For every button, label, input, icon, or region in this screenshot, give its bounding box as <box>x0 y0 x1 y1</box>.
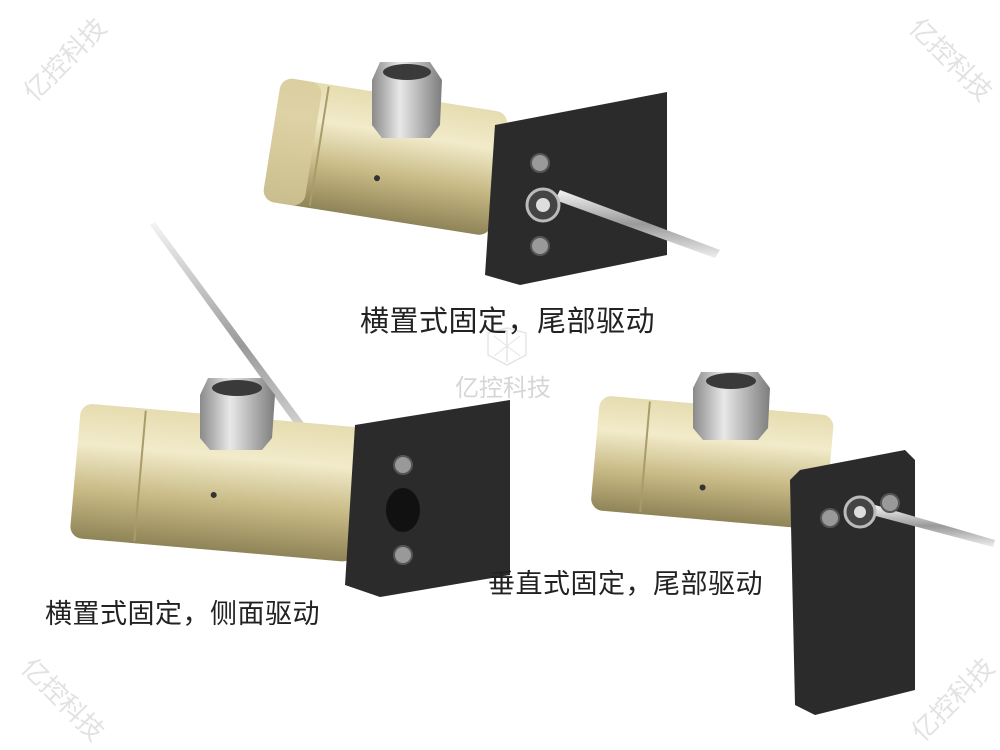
tube <box>150 222 335 470</box>
watermark-center: 亿控科技 <box>455 374 551 402</box>
mounting-plate <box>790 450 915 715</box>
brass-body <box>591 396 834 530</box>
mounting-plate <box>345 400 510 597</box>
caption-top: 横置式固定，尾部驱动 <box>360 304 656 338</box>
watermark-logo <box>487 327 527 366</box>
caption-bottom-left: 横置式固定，侧面驱动 <box>45 599 320 630</box>
hex-nut <box>200 378 275 450</box>
device-vertical-tail-drive <box>591 372 995 715</box>
mounting-plate <box>485 92 667 285</box>
caption-bottom-right: 垂直式固定，尾部驱动 <box>488 569 763 600</box>
device-horizontal-side-drive <box>70 222 510 597</box>
hex-nut <box>372 62 442 138</box>
tube <box>555 190 720 258</box>
tube <box>872 505 995 547</box>
hex-nut <box>693 372 770 440</box>
device-horizontal-tail-drive <box>263 62 720 285</box>
